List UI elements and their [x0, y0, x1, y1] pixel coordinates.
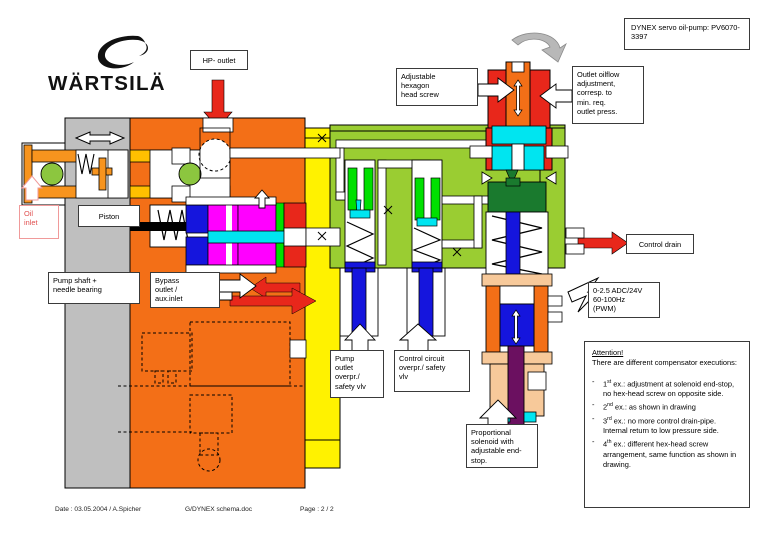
lower-port [289, 339, 307, 359]
callout-control-circuit-valve: Control circuit overpr./ safety vlv [394, 350, 470, 392]
relief2-callout-arrow [398, 323, 438, 353]
control-drain-arrow [577, 231, 629, 255]
hp-outlet-port [202, 117, 234, 133]
attention-item-text: 2nd ex.: as shown in drawing [603, 402, 696, 412]
bypass-flow-arrows [229, 276, 317, 315]
footer-page: Page : 2 / 2 [300, 506, 334, 513]
attention-item-dash: - [592, 437, 595, 447]
callout-prop-solenoid: Proportional solenoid with adjustable en… [466, 424, 538, 468]
pump-piston-assembly [31, 149, 129, 199]
attention-item: -3rd ex.: no more control drain-pipe. In… [592, 414, 742, 436]
attention-item-text: 4th ex.: different hex-head screw arrang… [603, 439, 737, 469]
yellow-lower-cap [304, 439, 341, 469]
drain-port-lower [565, 243, 585, 255]
wartsila-wordmark: WÄRTSILÄ [48, 72, 166, 95]
callout-bypass: Bypass outlet / aux.inlet [150, 272, 220, 308]
callout-pump-shaft: Pump shaft + needle bearing [48, 272, 140, 304]
footer-file: G/DYNEX schema.doc [185, 506, 253, 513]
inlet-port-orange [23, 144, 33, 204]
hidden-circle-detail [198, 138, 232, 172]
attention-item: -1st ex.: adjustment at solenoid end-sto… [592, 377, 742, 399]
footer-date: Date : 03.05.2004 / A.Spicher [55, 506, 142, 513]
attention-item-list: -1st ex.: adjustment at solenoid end-sto… [592, 377, 742, 470]
callout-outlet-oilflow: Outlet oilflow adjustment, corresp. to m… [572, 66, 644, 124]
bypass-callout-arrow-stem [217, 291, 233, 301]
callout-control-drain: Control drain [626, 234, 694, 254]
drain-port-upper [565, 227, 585, 239]
attention-item: -4th ex.: different hex-head screw arran… [592, 437, 742, 469]
attention-intro: There are different compensator executio… [592, 358, 737, 367]
wartsila-mark-icon [97, 35, 148, 69]
compensator-piston [185, 196, 341, 274]
upper-gallery [229, 147, 341, 159]
attention-item-text: 3rd ex.: no more control drain-pipe. Int… [603, 415, 719, 436]
title-box: DYNEX servo oil-pump: PV6070-3397 [624, 18, 750, 50]
callout-oil-inlet: Oil inlet [19, 205, 59, 239]
piston-pointer-arrow [254, 189, 270, 209]
attention-box: Attention! There are different compensat… [584, 341, 750, 508]
proportional-solenoid [481, 285, 563, 365]
oil-inlet-arrow [20, 175, 44, 201]
oilflow-callout-arrow [539, 83, 573, 109]
attention-heading: Attention! [592, 348, 624, 357]
callout-piston: Piston [78, 205, 140, 227]
solenoid-upper-flange [481, 273, 553, 287]
attention-item-text: 1st ex.: adjustment at solenoid end-stop… [603, 379, 735, 399]
piston-stroke-arrow [74, 131, 126, 145]
compensator-spool [481, 169, 557, 213]
control-circuit-relief-valve [406, 159, 446, 337]
screw-callout-arrow [477, 77, 515, 103]
callout-adjustable-screw: Adjustable hexagon head screw [396, 68, 478, 106]
attention-item-dash: - [592, 400, 595, 410]
callout-pump-outlet-valve: Pump outlet overpr./ safety vlv [330, 350, 384, 398]
rotation-arrow [511, 32, 567, 63]
compensator-spool-chamber [469, 125, 569, 171]
attention-item-dash: - [592, 413, 595, 423]
callout-hp-outlet: HP- outlet [190, 50, 248, 70]
relief1-callout-arrow [343, 323, 377, 353]
attention-item: -2nd ex.: as shown in drawing [592, 400, 742, 412]
compensator-spring [485, 211, 549, 275]
callout-solenoid-signal: 0-2.5 ADC/24V 60-100Hz (PWM) [588, 282, 660, 318]
pump-outlet-relief-valve [339, 159, 379, 337]
attention-item-dash: - [592, 377, 595, 386]
